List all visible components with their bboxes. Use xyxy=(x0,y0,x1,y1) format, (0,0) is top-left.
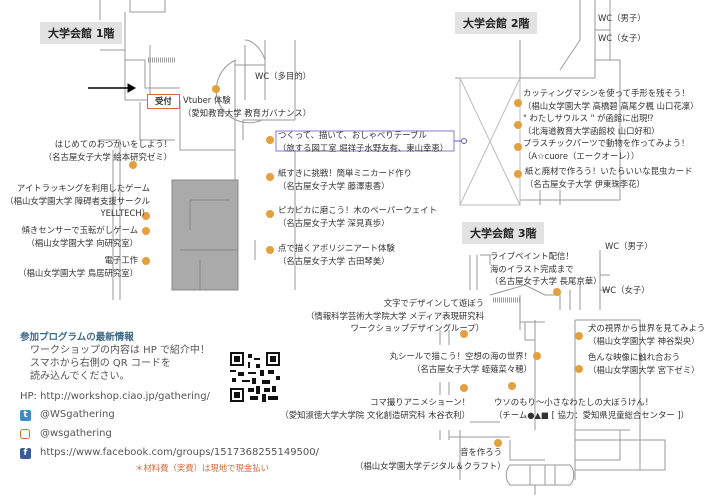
booth-paperweight: ピカピカに磨こう！木のペーパーウェイト（名古屋女子大学 深見真歩） xyxy=(278,205,438,228)
twitter-icon: t xyxy=(20,410,31,421)
booth-marker xyxy=(508,382,516,390)
booth-letter-design: 文字でデザインして遊ぼう（情報科学芸術大学院大学 メディア表現研究科ワークショッ… xyxy=(306,298,484,333)
booth-marker xyxy=(142,212,150,220)
booth-marker xyxy=(460,384,468,392)
booth-marker xyxy=(266,136,274,144)
booth-dog-vision: 犬の視界から世界を見てみよう（椙山女学園大学 神谷梨央） xyxy=(588,323,706,346)
booth-insect-cards: 紙と廃材で作ろう！いたらいいな昆虫カード（名古屋女子大学 伊東珠李花） xyxy=(525,166,693,189)
facebook-link[interactable]: https://www.facebook.com/groups/15173682… xyxy=(40,447,320,458)
booth-marker xyxy=(494,439,502,447)
booth-video: 色んな映像に触れ合おう（椙山女学園大学 宮下ゼミ） xyxy=(588,352,700,375)
homepage-link[interactable]: HP: http://workshop.ciao.jp/gathering/ xyxy=(20,391,210,402)
wc-men-2f-label: WC（男子） xyxy=(598,13,646,23)
booth-marker xyxy=(533,352,541,360)
booth-marker xyxy=(212,85,220,93)
booth-watashi-saurus: " わたしサウルス " が函館に出現⁉（北海道教育大学函館校 山口好和） xyxy=(523,113,660,136)
material-fee-note: ＊材料費（実費）は現地で現金払い xyxy=(135,463,269,473)
reception-label: 受付 xyxy=(147,94,180,109)
booth-marker xyxy=(514,121,522,129)
booth-plastic-animals: プラスチックパーツで動物を作ってみよう！（A☆cuore（エークオーレ）） xyxy=(523,138,690,161)
facebook-icon: f xyxy=(20,448,31,459)
booth-tilt-game: 傾きセンサーで玉転がしゲーム（椙山女学園大学 向研究室） xyxy=(21,225,139,248)
booth-aboriginal-art: 点で描くアボリジニアート体験（名古屋女子大学 古田琴美） xyxy=(278,243,395,266)
booth-marker xyxy=(129,161,137,169)
booth-marker xyxy=(142,227,150,235)
booth-marker xyxy=(142,257,150,265)
booth-marker xyxy=(266,246,274,254)
booth-marker xyxy=(266,210,274,218)
booth-vtuber: Vtuber 体験（愛知教育大学 教育ガバナンス） xyxy=(183,95,312,118)
booth-marker xyxy=(514,99,522,107)
booth-marker xyxy=(460,330,468,338)
booth-paper-making: 紙すきに挑戦！簡単ミニカード作り（名古屋女子大学 藤澤恵香） xyxy=(278,168,412,191)
booth-electronics: 電子工作（椙山女学園大学 鳥居研究室） xyxy=(18,255,138,278)
qr-code xyxy=(230,352,280,402)
booth-marker xyxy=(514,170,522,178)
booth-uso-forest: ウソのもり〜小さなわたしの大ぼうけん！（チーム●▲■ [ 協力：愛知県児童総合セ… xyxy=(494,397,690,420)
booth-cutting-machine: カッティングマシンを使って手形を残そう！（椙山女学園大学 高橋碧 高尾夕楓 山口… xyxy=(523,88,699,111)
floor-title-2f: 大学会館 2階 xyxy=(455,12,538,34)
booth-live-paint: ライブペイント配信！海のイラスト完成まで（名古屋女子大学 長尾京華） xyxy=(490,251,602,286)
floor-title-1f: 大学会館 1階 xyxy=(40,22,123,44)
booth-make-sound-org: （椙山女学園大学デジタル＆クラフト） xyxy=(355,461,506,471)
booth-round-stickers: 丸シールで描こう！空想の海の世界！（名古屋女子大学 蛭薙菜々穂） xyxy=(389,351,532,374)
booth-marker xyxy=(553,288,561,296)
floor-title-3f: 大学会館 3階 xyxy=(462,222,545,244)
wc-women-3f-label: WC（女子） xyxy=(602,285,650,295)
booth-marker xyxy=(575,365,583,373)
booth-marker xyxy=(575,332,583,340)
instagram-handle[interactable]: @wsgathering xyxy=(40,428,112,439)
wc-multipurpose-label: WC（多目的） xyxy=(255,71,312,81)
booth-stop-motion: コマ撮りアニメショーン！（愛知淑徳大学大学院 文化創造研究科 木谷衣利） xyxy=(280,397,470,420)
twitter-handle[interactable]: @WSgathering xyxy=(40,409,115,420)
wc-women-2f-label: WC（女子） xyxy=(598,33,646,43)
booth-marker xyxy=(514,143,522,151)
info-heading: 参加プログラムの最新情報 xyxy=(20,332,134,343)
instagram-icon xyxy=(20,429,30,439)
booth-marker xyxy=(266,173,274,181)
booth-make-sound: 音を作ろう xyxy=(460,447,502,457)
wc-men-3f-label: WC（男子） xyxy=(605,241,653,251)
booth-first-errand: はじめてのおつかいをしよう！（名古屋女子大学 絵本研究ゼミ） xyxy=(43,139,172,162)
booth-talk-table: つくって、描いて、おしゃべりテーブル（旅する図工室 堀祥子水野友有、東山幸恵） xyxy=(278,130,449,153)
info-description: ワークショップの内容は HP で紹介中！スマホから右側の QR コードを読み込ん… xyxy=(30,345,210,382)
